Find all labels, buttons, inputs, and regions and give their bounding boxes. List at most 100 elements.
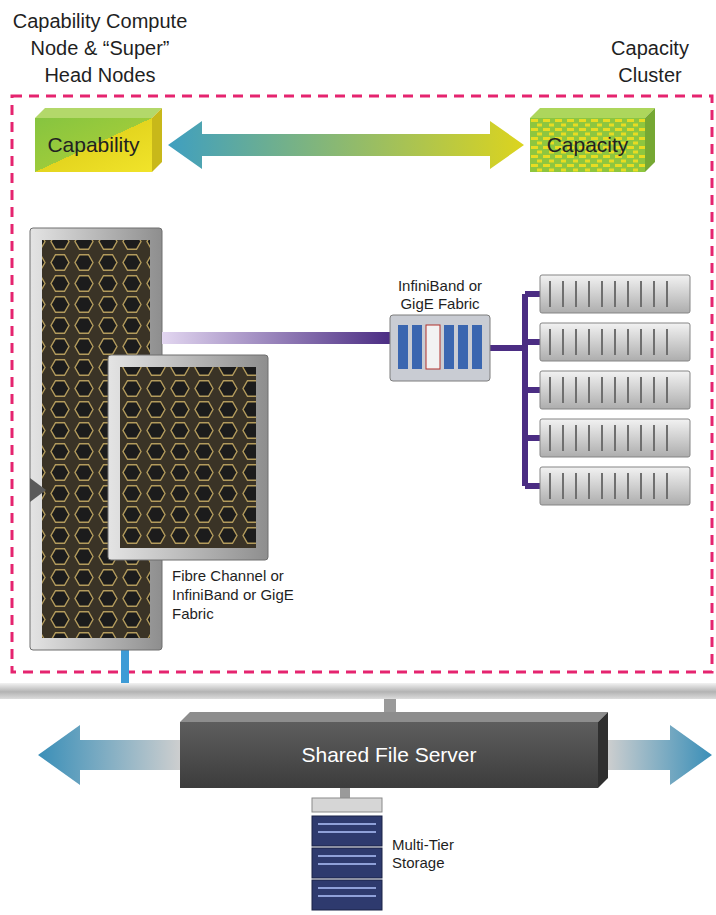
server-unit (614, 473, 616, 499)
server-unit (588, 281, 590, 307)
fabric-label: Fibre Channel or InfiniBand or GigE Fabr… (172, 566, 297, 623)
server-unit (540, 371, 690, 409)
fabric-label: InfiniBand or GigE Fabric (385, 277, 495, 313)
fabric-switch (390, 315, 490, 381)
box-top-face (180, 712, 608, 722)
server-unit (666, 377, 668, 403)
capability-rack (30, 478, 46, 502)
server-unit (575, 281, 577, 307)
storage-label: Multi-Tier Storage (392, 836, 482, 872)
server-unit (540, 467, 690, 505)
box-text-group: Capability (47, 133, 139, 157)
server-unit (653, 473, 655, 499)
capacity-box: Capacity (530, 118, 645, 172)
server-unit (627, 281, 629, 307)
column-heading: Capacity Cluster (598, 35, 702, 89)
server-unit (653, 425, 655, 451)
server-unit (562, 281, 564, 307)
fabric-switch (412, 325, 422, 369)
box-top-face (35, 108, 162, 118)
server-unit (627, 377, 629, 403)
server-unit (540, 467, 690, 505)
server-unit (640, 425, 642, 451)
server-unit (627, 425, 629, 451)
server-unit (588, 425, 590, 451)
capability-rack (120, 367, 256, 548)
box-side-face (152, 108, 162, 172)
file-server-box: Shared File Server (180, 722, 598, 788)
server-unit (653, 281, 655, 307)
file-server-arrows (38, 725, 182, 785)
server-unit (549, 425, 551, 451)
cluster-boundary (12, 96, 712, 672)
server-unit (666, 425, 668, 451)
server-unit (575, 329, 577, 355)
box-front-face (35, 118, 152, 172)
fabric-link (162, 332, 390, 344)
double-arrow-connector (168, 121, 524, 169)
server-unit (614, 425, 616, 451)
box-text-group: Capacity (547, 133, 629, 157)
server-unit (601, 425, 603, 451)
box-front-face (180, 722, 598, 788)
box-side-face (598, 712, 608, 788)
fibre-link (121, 648, 129, 683)
fabric-switch (458, 325, 468, 369)
box-label: Shared File Server (301, 743, 476, 767)
server-unit (640, 281, 642, 307)
server-unit (549, 329, 551, 355)
server-unit (540, 323, 690, 361)
server-unit (540, 371, 690, 409)
server-unit (666, 281, 668, 307)
server-unit (601, 281, 603, 307)
fibre-link (121, 648, 129, 683)
server-unit (540, 275, 690, 313)
storage-bus (0, 683, 716, 699)
box-label: Capacity (547, 133, 629, 157)
column-heading: Capability Compute Node & “Super” Head N… (10, 8, 190, 89)
server-unit (588, 473, 590, 499)
server-unit (540, 275, 690, 313)
server-unit (640, 377, 642, 403)
server-unit (601, 377, 603, 403)
server-unit (562, 473, 564, 499)
fabric-switch (390, 315, 490, 381)
cluster-boundary (12, 96, 712, 672)
server-unit (640, 473, 642, 499)
server-unit (540, 419, 690, 457)
box-text-group: Shared File Server (301, 743, 476, 767)
server-unit (549, 281, 551, 307)
server-unit (562, 425, 564, 451)
fabric-switch (444, 325, 454, 369)
server-unit (627, 329, 629, 355)
box-front-face (530, 118, 645, 172)
server-unit (588, 329, 590, 355)
file-server-arrows (606, 725, 712, 785)
server-unit (549, 377, 551, 403)
server-unit (562, 377, 564, 403)
storage-bus (0, 683, 716, 799)
server-unit (601, 473, 603, 499)
multi-tier-storage (318, 824, 376, 896)
server-unit (614, 377, 616, 403)
multi-tier-storage (312, 798, 382, 812)
server-unit (666, 329, 668, 355)
server-unit (653, 377, 655, 403)
fabric-link (162, 294, 540, 486)
server-unit (575, 425, 577, 451)
box-side-face (645, 108, 655, 172)
box-label: Capability (47, 133, 139, 157)
server-unit (540, 323, 690, 361)
capability-box: Capability (35, 118, 152, 172)
storage-bus (384, 699, 396, 713)
fabric-switch (472, 325, 482, 369)
server-unit (575, 377, 577, 403)
fabric-link (490, 294, 540, 486)
server-unit (627, 473, 629, 499)
server-unit (653, 329, 655, 355)
server-unit (575, 473, 577, 499)
storage-bus (340, 788, 350, 799)
server-unit (601, 329, 603, 355)
